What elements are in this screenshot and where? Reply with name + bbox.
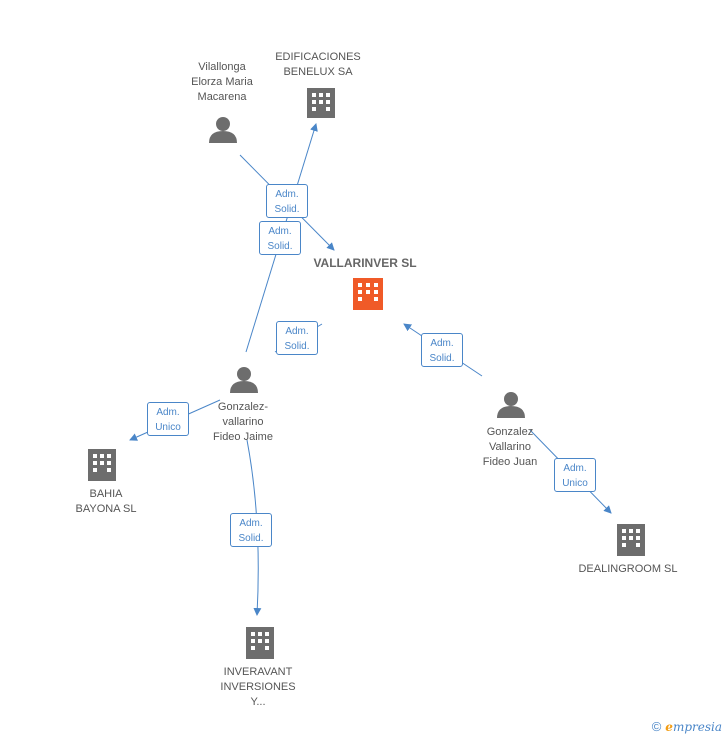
edge-label-jaime-vallarinver: Adm.Solid. xyxy=(276,321,318,355)
node-dealingroom-label[interactable]: DEALINGROOM SL xyxy=(578,563,678,575)
copyright-icon: © xyxy=(651,719,662,734)
building-icon-dealingroom xyxy=(617,524,645,556)
edge-label-jaime-bahia: Adm.Unico xyxy=(147,402,189,436)
edge-label-juan-vallarinver: Adm.Solid. xyxy=(421,333,463,367)
node-inveravant-label[interactable]: INVERAVANT INVERSIONES Y... xyxy=(220,666,296,708)
edge-label-juan-dealingroom: Adm.Unico xyxy=(554,458,596,492)
node-vilallonga-label[interactable]: Vilallonga Elorza Maria Macarena xyxy=(191,61,253,103)
footer-brand: © empresia xyxy=(652,719,722,734)
building-icon-inveravant xyxy=(246,627,274,659)
node-jaime-label[interactable]: Gonzalez- vallarino Fideo Jaime xyxy=(213,401,273,443)
node-edificaciones-label[interactable]: EDIFICACIONES BENELUX SA xyxy=(275,51,361,78)
building-icon-edificaciones xyxy=(307,88,335,118)
empresia-logo[interactable]: empresia xyxy=(665,719,722,734)
edge-label-jaime-inveravant: Adm.Solid. xyxy=(230,513,272,547)
node-juan-label[interactable]: Gonzalez Vallarino Fideo Juan xyxy=(482,426,538,468)
building-icon-vallarinver xyxy=(353,278,383,310)
node-vallarinver-label[interactable]: VALLARINVER SL xyxy=(313,256,417,270)
building-icon-bahia xyxy=(88,449,116,481)
edge-label-vilallonga-vallarinver: Adm.Solid. xyxy=(266,184,308,218)
edge-label-jaime-edificaciones: Adm.Solid. xyxy=(259,221,301,255)
node-bahia-label[interactable]: BAHIA BAYONA SL xyxy=(75,488,137,515)
person-icon-jaime xyxy=(230,367,258,393)
person-icon-juan xyxy=(497,392,525,418)
person-icon-vilallonga xyxy=(209,117,237,143)
